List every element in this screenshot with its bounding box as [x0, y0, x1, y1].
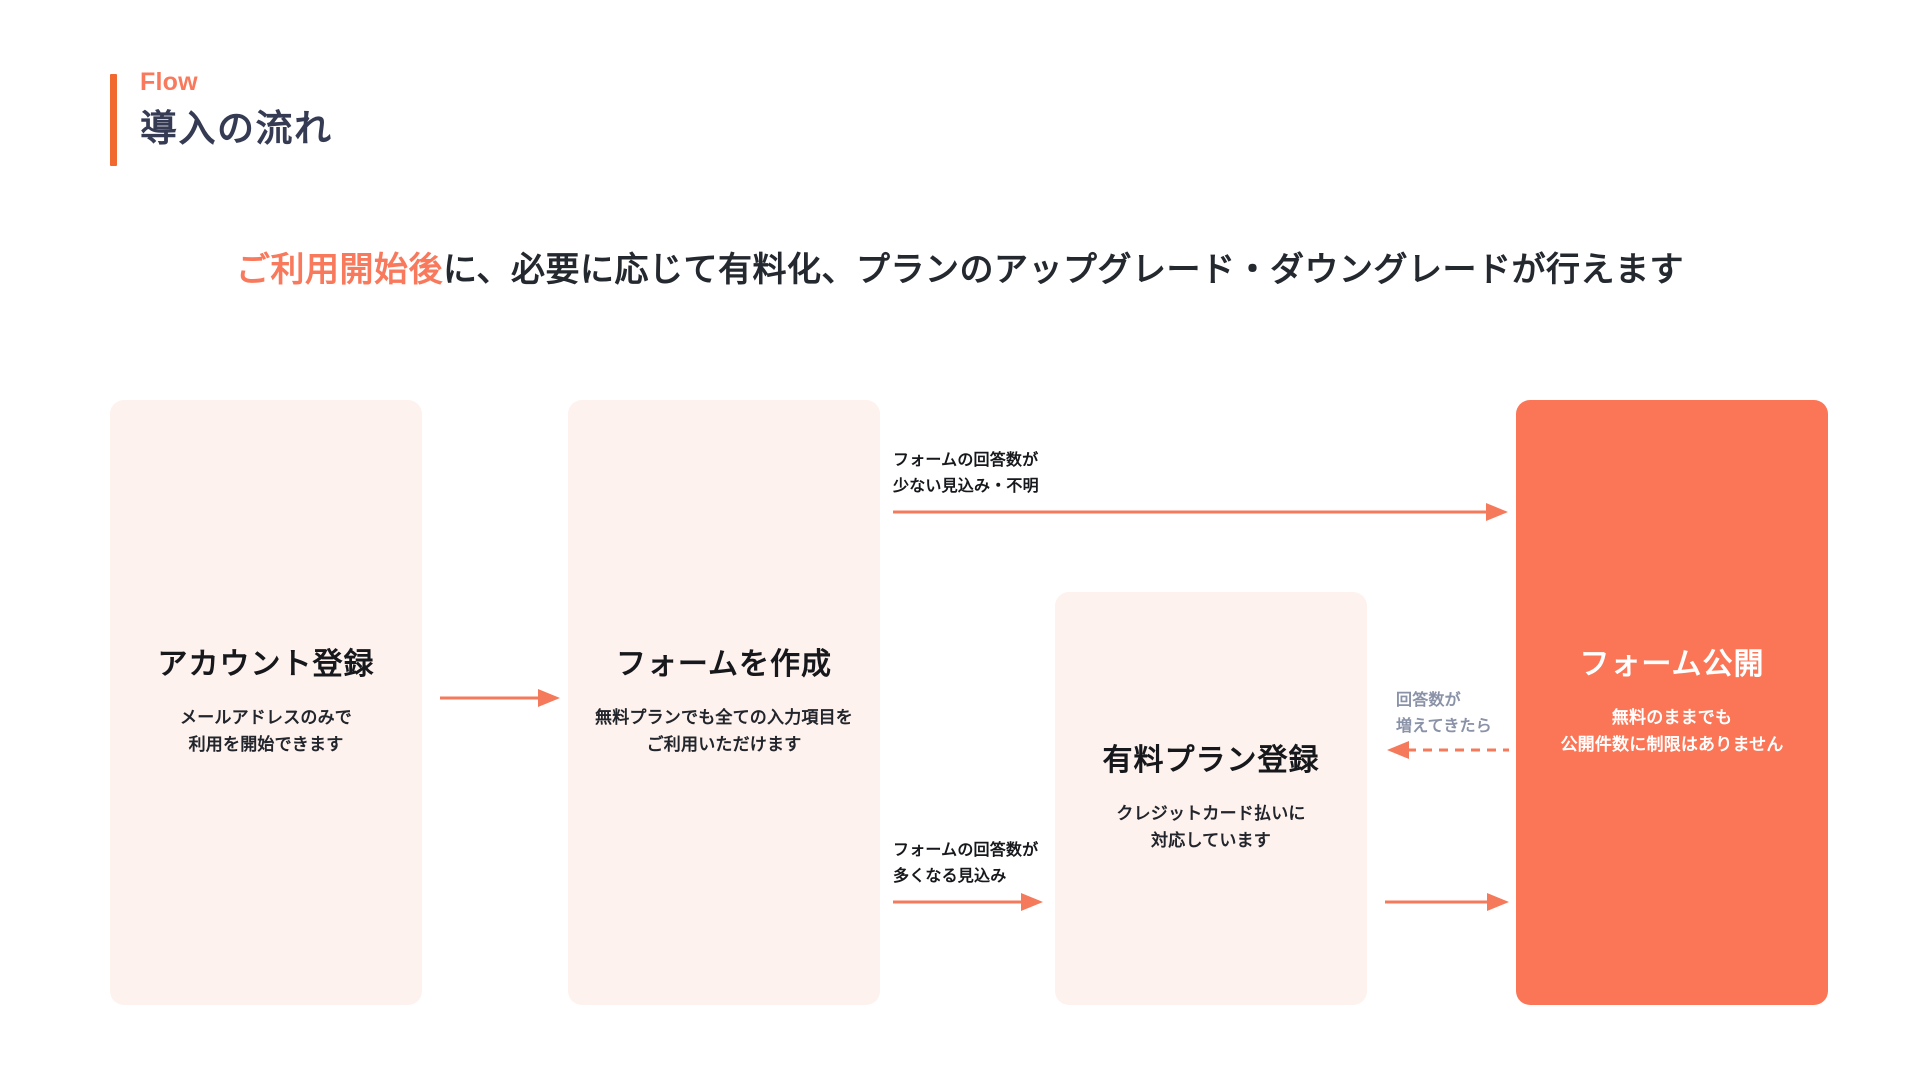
- step-title: フォームを作成: [615, 648, 833, 682]
- connector-label-growth: 回答数が 増えてきたら: [1396, 688, 1492, 739]
- page-title: 導入の流れ: [140, 108, 333, 149]
- step-description-line: クレジットカード払いに: [1116, 804, 1306, 824]
- step-description-line: メールアドレスのみで: [180, 708, 352, 728]
- step-description-line: 対応しています: [1151, 830, 1271, 850]
- step-description: メールアドレスのみで 利用を開始できます: [158, 705, 375, 758]
- accent-bar: [110, 74, 117, 166]
- connector-label-line: 多くなる見込み: [893, 867, 1007, 885]
- connector-label-low-volume: フォームの回答数が 少ない見込み・不明: [893, 448, 1039, 499]
- step-description-line: ご利用いただけます: [646, 734, 802, 754]
- connector-label-line: 増えてきたら: [1396, 717, 1492, 735]
- step-description-line: 利用を開始できます: [188, 734, 344, 754]
- step-card-body: 有料プラン登録 クレジットカード払いに 対応しています: [1085, 743, 1338, 854]
- lead-highlight: ご利用開始後: [236, 251, 443, 289]
- lead-rest: に、必要に応じて有料化、プランのアップグレード・ダウングレードが行えます: [443, 251, 1684, 289]
- step-description: 無料プランでも全ての入力項目を ご利用いただけます: [595, 705, 853, 758]
- arrow-form-to-paid-icon: [893, 890, 1043, 914]
- step-card-paid-plan: 有料プラン登録 クレジットカード払いに 対応しています: [1055, 592, 1367, 1005]
- lead-copy: ご利用開始後に、必要に応じて有料化、プランのアップグレード・ダウングレードが行え…: [0, 242, 1920, 291]
- step-title: アカウント登録: [157, 648, 375, 682]
- connector-label-line: 少ない見込み・不明: [893, 477, 1039, 495]
- step-card-publish: フォーム公開 無料のままでも 公開件数に制限はありません: [1516, 400, 1828, 1005]
- step-card-body: フォームを作成 無料プランでも全ての入力項目を ご利用いただけます: [577, 647, 871, 758]
- arrow-form-to-publish-icon: [893, 500, 1508, 524]
- step-description-line: 公開件数に制限はありません: [1560, 734, 1784, 754]
- step-description-line: 無料のままでも: [1611, 708, 1733, 728]
- connector-label-high-volume: フォームの回答数が 多くなる見込み: [893, 838, 1038, 889]
- connector-label-line: フォームの回答数が: [893, 452, 1039, 469]
- section-header: Flow 導入の流れ: [110, 68, 333, 166]
- arrow-publish-to-paid-dashed-icon: [1385, 738, 1509, 762]
- arrow-paid-to-publish-icon: [1385, 890, 1509, 914]
- section-eyebrow: Flow: [140, 68, 198, 96]
- connector-label-line: フォームの回答数が: [893, 842, 1039, 859]
- step-card-account: アカウント登録 メールアドレスのみで 利用を開始できます: [110, 400, 422, 1005]
- step-card-form: フォームを作成 無料プランでも全ての入力項目を ご利用いただけます: [568, 400, 880, 1005]
- step-description-line: 無料プランでも全ての入力項目を: [595, 708, 853, 728]
- arrow-account-to-form-icon: [440, 686, 560, 710]
- step-card-body: アカウント登録 メールアドレスのみで 利用を開始できます: [140, 647, 393, 758]
- connector-label-line: 回答数が: [1396, 692, 1461, 709]
- step-title: フォーム公開: [1579, 648, 1765, 682]
- step-description: クレジットカード払いに 対応しています: [1103, 801, 1320, 854]
- step-title: 有料プラン登録: [1102, 744, 1320, 778]
- step-card-body: フォーム公開 無料のままでも 公開件数に制限はありません: [1542, 647, 1801, 758]
- step-description: 無料のままでも 公開件数に制限はありません: [1560, 705, 1783, 758]
